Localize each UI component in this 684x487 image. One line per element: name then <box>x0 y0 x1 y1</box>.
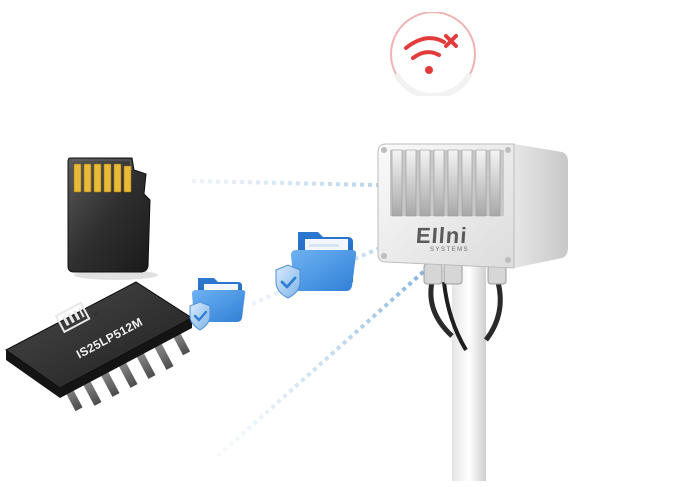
device-brand: EIlni <box>415 223 469 248</box>
secure-folder-icon <box>189 278 246 331</box>
sd-card-label: SD <box>29 56 70 89</box>
wifi-off-icon <box>390 12 476 96</box>
edge-device-icon <box>377 143 568 481</box>
flash-chip-icon <box>5 281 193 412</box>
sd-card-icon <box>67 157 158 280</box>
secure-folder-icon <box>275 232 357 299</box>
device-brand-sub: SYSTEMS <box>430 247 470 253</box>
